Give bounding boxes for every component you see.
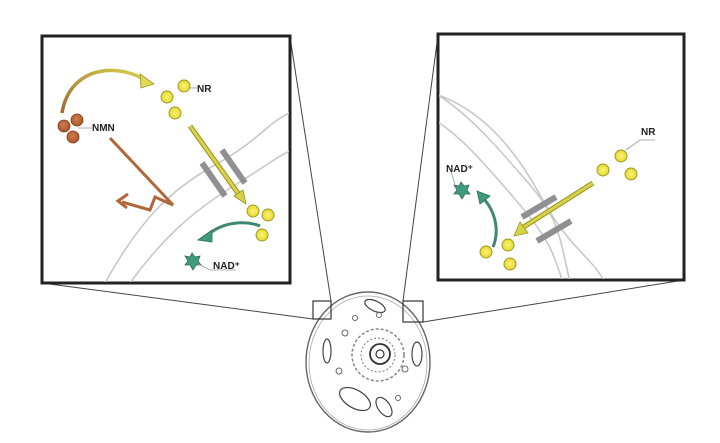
nad-leader-line	[450, 171, 456, 185]
nad-molecule-left	[184, 252, 202, 271]
nr-molecules-inside	[479, 238, 517, 271]
arrow-nr-to-nad-right	[476, 190, 498, 248]
arrow-nr-to-nad-left	[196, 221, 261, 243]
label-nad-right: NAD⁺	[446, 164, 473, 175]
cell-membrane	[104, 112, 289, 282]
zoom-connector-lines	[41, 34, 685, 323]
cell-sketch	[305, 291, 431, 433]
zoom-box-left	[312, 300, 332, 320]
cell-membrane-outer	[439, 94, 605, 279]
nad-molecule-right	[453, 181, 471, 200]
nucleus	[351, 328, 405, 382]
membrane-channel	[520, 194, 573, 244]
nr-molecules-inside	[246, 204, 275, 242]
arrow-nmn-to-nr	[60, 68, 155, 114]
arrow-nmn-blocked	[108, 136, 175, 212]
nr-leader-line	[625, 139, 655, 151]
cell-membrane	[439, 94, 571, 279]
nr-molecules-outside	[160, 79, 191, 120]
label-nr-left: NR	[197, 84, 212, 95]
arrow-nr-through-channel	[187, 124, 247, 205]
arrow-nr-through-channel	[513, 180, 595, 237]
mitochondria	[322, 298, 423, 418]
nad-leader-line	[197, 263, 236, 271]
zoom-box-right	[402, 300, 424, 323]
nr-molecules-outside	[596, 149, 638, 181]
zoom-region-boxes	[312, 300, 424, 323]
label-nad-left: NAD⁺	[213, 261, 240, 272]
right-inset: NR NAD⁺	[436, 32, 686, 282]
left-inset: NMN NR	[40, 34, 292, 285]
membrane-channel	[199, 148, 248, 198]
label-nr-right: NR	[641, 127, 656, 138]
vesicles	[335, 312, 409, 401]
label-nmn: NMN	[92, 123, 115, 134]
nmn-molecules	[57, 113, 84, 144]
